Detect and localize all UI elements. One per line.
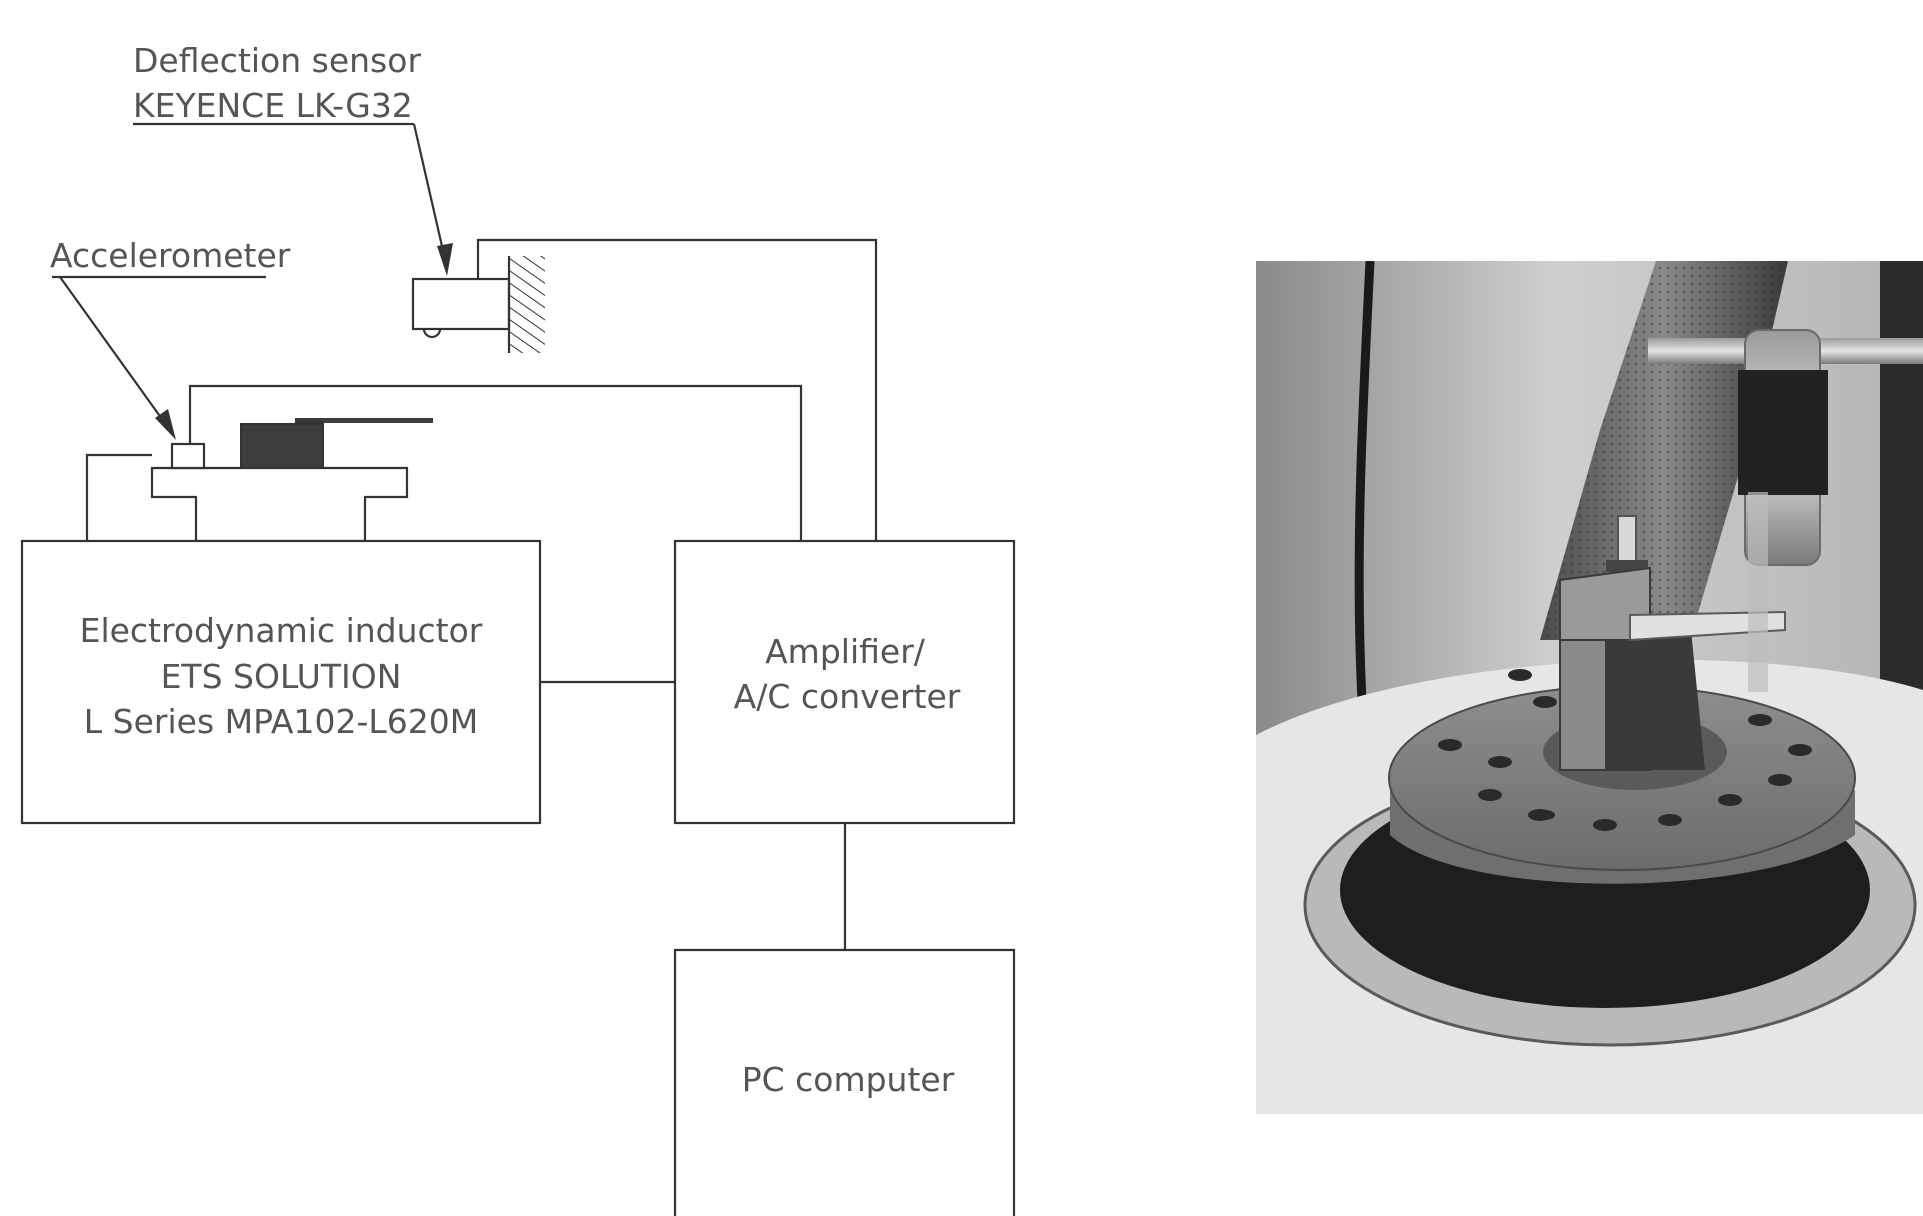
inductor-title: Electrodynamic inductor <box>80 611 483 650</box>
fixed-support <box>509 256 545 353</box>
photo-deflection-sensor <box>1738 370 1828 495</box>
electrodynamic-inductor-box: Electrodynamic inductor ETS SOLUTION L S… <box>22 541 540 823</box>
amplifier-title: Amplifier/ <box>765 632 926 671</box>
pc-computer-box: PC computer <box>675 950 1014 1216</box>
deflection-sensor-arrowhead <box>437 243 453 276</box>
photo-sensor-stand <box>1748 492 1768 692</box>
deflection-sensor-body <box>413 279 509 329</box>
inductor-model: L Series MPA102-L620M <box>84 702 478 741</box>
fixed-wall-hatching <box>509 256 545 353</box>
setup-photograph <box>1256 261 1923 1114</box>
photo-clamp-shadow <box>1605 620 1705 770</box>
amplifier-box: Amplifier/ A/C converter <box>675 541 1014 823</box>
accelerometer-title: Accelerometer <box>50 236 291 275</box>
photo-accelerometer <box>1618 516 1636 564</box>
mounting-plate <box>152 468 407 541</box>
accelerometer-leader-line <box>60 277 172 433</box>
pc-label: PC computer <box>742 1060 955 1099</box>
specimen-clamp-block <box>241 424 323 468</box>
accelerometer-sensor <box>172 444 204 468</box>
accelerometer-label: Accelerometer <box>50 236 291 440</box>
deflection-sensor <box>413 279 509 337</box>
deflection-sensor-title: Deflection sensor <box>133 41 421 80</box>
deflection-sensor-model: KEYENCE LK-G32 <box>133 86 413 125</box>
amplifier-subtitle: A/C converter <box>734 677 961 716</box>
specimen-fixture <box>87 418 433 541</box>
deflection-sensor-lens <box>424 329 440 337</box>
fixture-left-post <box>87 455 152 541</box>
inductor-brand: ETS SOLUTION <box>161 657 402 696</box>
